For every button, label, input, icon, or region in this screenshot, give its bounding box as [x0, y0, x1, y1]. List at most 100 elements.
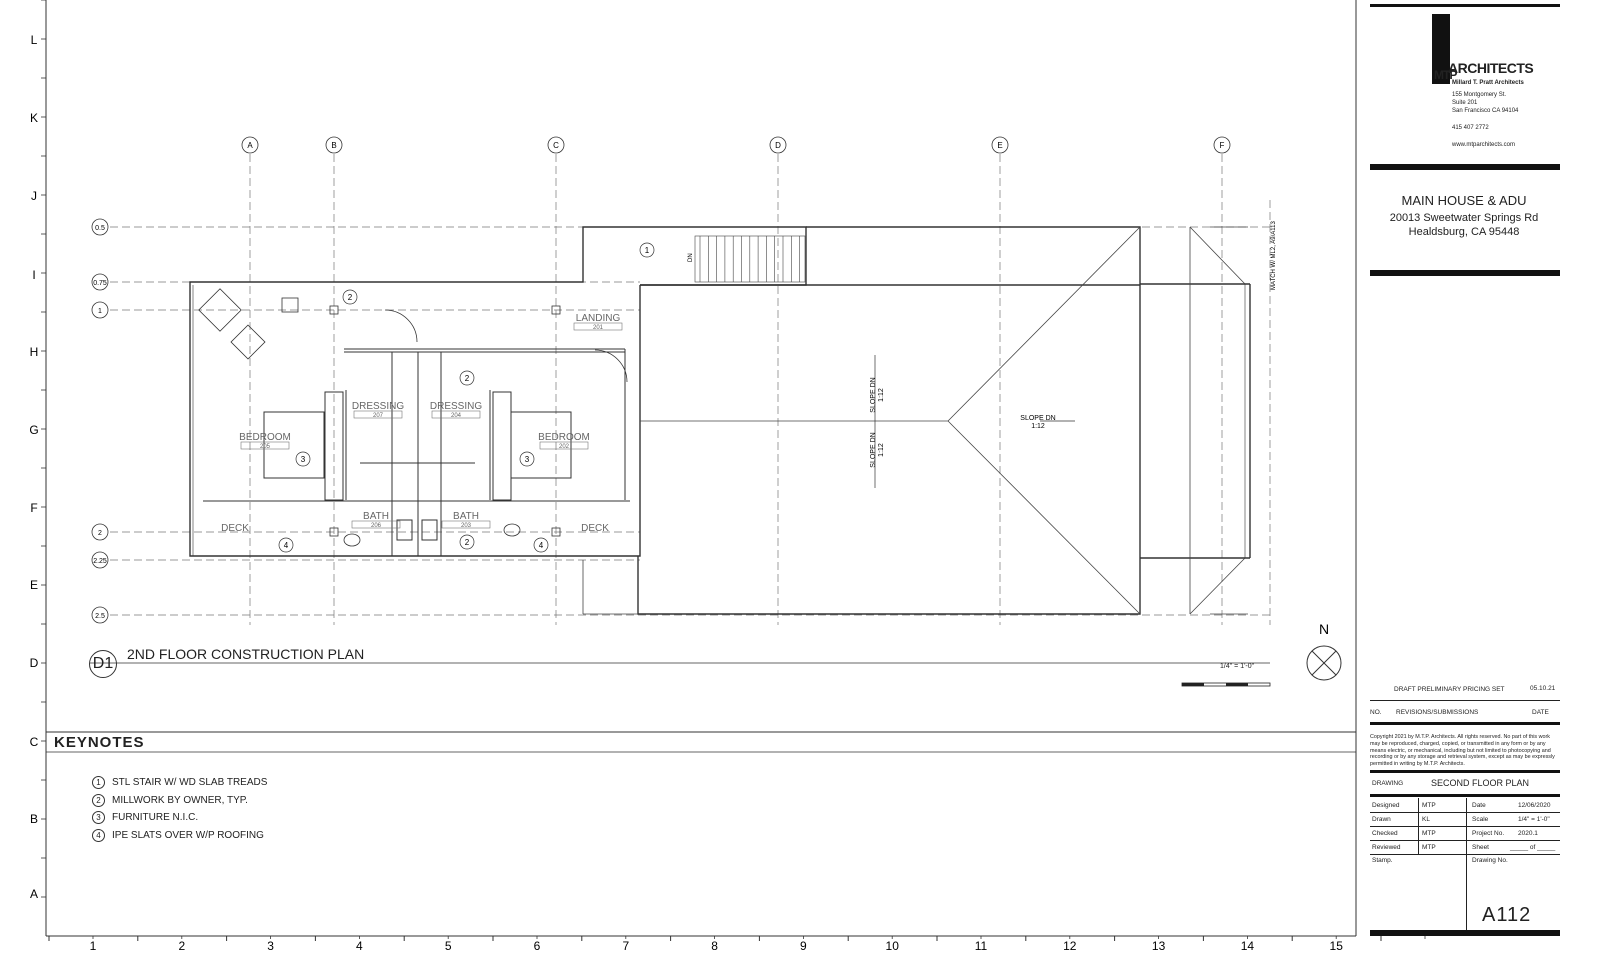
room-name: BATH — [363, 511, 389, 522]
row-label: K — [30, 111, 38, 125]
row-label: H — [30, 345, 39, 359]
designed-value: MTP — [1422, 802, 1436, 809]
keynote-tag-number: 3 — [301, 455, 306, 464]
keynotes-title: KEYNOTES — [54, 734, 145, 751]
grid-row-label: 2.25 — [93, 558, 107, 565]
column-label: 2 — [178, 939, 185, 953]
interior-walls — [203, 309, 630, 556]
grid-row-label: 0.75 — [93, 280, 107, 287]
grid-row-label: 0.5 — [95, 225, 105, 232]
grid-column-label: E — [997, 141, 1002, 150]
row-label: F — [30, 501, 37, 515]
keynote-tag — [278, 537, 294, 553]
reviewed-value: MTP — [1422, 844, 1436, 851]
column-label: 10 — [886, 939, 900, 953]
keynote-tag — [295, 451, 311, 467]
title-block: MTP ARCHITECTS Millard T. Pratt Architec… — [1370, 4, 1598, 959]
floor-plan-walls — [189, 226, 1251, 615]
reviewed-label: Reviewed — [1372, 844, 1401, 851]
project-no-value: 2020.1 — [1518, 830, 1538, 837]
keynote-tag-number: 2 — [348, 293, 353, 302]
drawn-value: KL — [1422, 816, 1430, 823]
keynote-tag — [459, 370, 475, 386]
keynote-number: 1 — [92, 776, 105, 789]
scale-label: Scale — [1472, 816, 1489, 823]
keynote-number: 2 — [92, 793, 105, 807]
scale-value: 1/4" = 1'-0" — [1518, 816, 1550, 823]
slope-label: SLOPE DN — [870, 377, 877, 412]
designed-label: Designed — [1372, 802, 1400, 809]
keynote-item: 2 MILLWORK BY OWNER, TYP. — [92, 793, 248, 807]
room-name: BEDROOM — [239, 432, 291, 443]
column-label: 12 — [1063, 939, 1077, 953]
project-city: Healdsburg, CA 95448 — [1408, 226, 1520, 238]
keynote-tag — [519, 451, 535, 467]
grid-row-label: 2.5 — [95, 613, 105, 620]
copyright-notice: Copyright 2021 by M.T.P. Architects. All… — [1370, 734, 1555, 768]
furniture — [198, 288, 561, 547]
plan-scale: 1/4" = 1'-0" — [1220, 663, 1255, 670]
grid-row-label: 2 — [98, 530, 102, 537]
column-label: 3 — [267, 939, 274, 953]
roof-lines — [582, 226, 1248, 615]
keynote-number: 3 — [92, 811, 105, 824]
keynote-number: 4 — [92, 828, 105, 842]
date-label: Date — [1472, 802, 1486, 809]
keynote-tag — [533, 537, 549, 553]
room-number: 205 — [260, 444, 271, 450]
stamp-label: Stamp. — [1372, 857, 1393, 864]
room-number: 202 — [559, 444, 570, 450]
keynote-tag-number: 2 — [465, 374, 470, 383]
north-label: N — [1319, 621, 1329, 637]
sheet-number: A112 — [1482, 904, 1532, 926]
room-name: DRESSING — [430, 401, 482, 412]
room-number: 204 — [451, 413, 462, 419]
project-no-label: Project No. — [1472, 830, 1505, 837]
grid-row-label: 1 — [98, 308, 102, 315]
keynote-text: MILLWORK BY OWNER, TYP. — [112, 794, 248, 806]
column-label: 9 — [800, 939, 807, 953]
sheet-value: _____ of _____ — [1510, 844, 1556, 851]
room-name: DECK — [221, 523, 249, 534]
column-label: 14 — [1241, 939, 1255, 953]
keynote-tag — [342, 289, 358, 305]
slope-label: SLOPE DN — [870, 432, 877, 467]
row-label: D — [30, 656, 39, 670]
revisions-label: REVISIONS/SUBMISSIONS — [1396, 709, 1479, 716]
revision-text: DRAFT PRELIMINARY PRICING SET — [1394, 686, 1505, 693]
stair — [694, 235, 806, 283]
firm-full-name: Millard T. Pratt Architects — [1452, 80, 1524, 86]
keynote-tag-number: 4 — [539, 541, 544, 550]
firm-web: www.mtparchitects.com — [1452, 142, 1516, 148]
firm-address-2: Suite 201 — [1452, 100, 1478, 106]
room-number: 206 — [371, 523, 382, 529]
column-label: 15 — [1330, 939, 1344, 953]
room-name: BEDROOM — [538, 432, 590, 443]
checked-label: Checked — [1372, 830, 1398, 837]
keynote-item: 1 STL STAIR W/ WD SLAB TREADS — [92, 776, 267, 789]
firm-logo-text: MTP — [1434, 68, 1457, 82]
checked-value: MTP — [1422, 830, 1436, 837]
date-value: 12/06/2020 — [1518, 802, 1551, 809]
revision-date: 05.10.21 — [1530, 685, 1556, 692]
keynote-tag — [639, 242, 655, 258]
slope-ratio: 1:12 — [878, 443, 885, 457]
room-labels: LANDING201DRESSING207DRESSING204BEDROOM2… — [221, 313, 623, 534]
firm-logo-icon — [1432, 14, 1450, 84]
keynote-text: STL STAIR W/ WD SLAB TREADS — [112, 777, 268, 788]
plan-id-bubble: D1 — [89, 650, 117, 678]
drawing-label: DRAWING — [1372, 780, 1404, 787]
room-name: BATH — [453, 511, 479, 522]
grid-row-bubbles: 0.5 0.75 1 2 2.25 2.5 — [91, 218, 109, 624]
row-label: G — [29, 423, 38, 437]
column-label: 5 — [445, 939, 452, 953]
row-label: E — [30, 578, 38, 592]
room-name: LANDING — [576, 313, 621, 324]
